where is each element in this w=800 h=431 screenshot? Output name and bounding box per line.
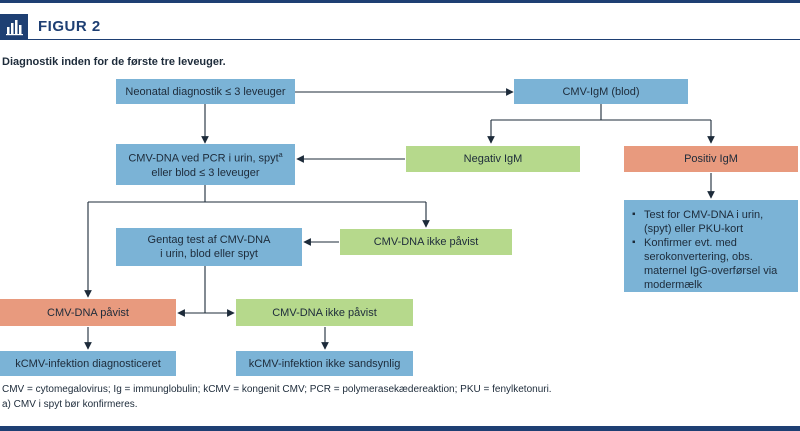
header-rule	[28, 39, 800, 40]
node-cmv-dna-pcr: CMV-DNA ved PCR i urin, spyta eller blod…	[116, 144, 295, 185]
figure-header: FIGUR 2	[0, 14, 800, 40]
note-a-footnote: a) CMV i spyt bør konfirmeres.	[2, 399, 138, 410]
figure-label: FIGUR 2	[38, 18, 101, 35]
top-border	[0, 0, 800, 3]
node-negativ-igm: Negativ IgM	[406, 146, 580, 172]
node-gentag-line2: i urin, blod eller spyt	[160, 248, 258, 260]
test-list: Test for CMV-DNA i urin, (spyt) eller PK…	[632, 208, 790, 292]
pcr-line1-text: CMV-DNA ved PCR i urin, spyt	[128, 152, 279, 165]
test-list-item: Test for CMV-DNA i urin, (spyt) eller PK…	[632, 208, 790, 236]
node-cmv-dna-ikke-pavist-2: CMV-DNA ikke påvist	[236, 299, 413, 326]
node-kcmv-ikke-sandsynlig: kCMV-infektion ikke sandsynlig	[236, 351, 413, 376]
node-gentag-test: Gentag test af CMV-DNA i urin, blod elle…	[116, 228, 302, 266]
footnote-marker-a: a	[278, 152, 283, 160]
node-kcmv-diagnosticeret: kCMV-infektion diagnosticeret	[0, 351, 176, 376]
node-positiv-igm: Positiv IgM	[624, 146, 798, 172]
node-cmv-dna-ikke-pavist-1: CMV-DNA ikke påvist	[340, 229, 512, 255]
figure-subtitle: Diagnostik inden for de første tre leveu…	[2, 56, 226, 68]
node-cmv-dna-pavist: CMV-DNA påvist	[0, 299, 176, 326]
node-cmv-dna-pcr-line2: eller blod ≤ 3 leveuger	[151, 166, 260, 179]
node-cmv-dna-pcr-line1: CMV-DNA ved PCR i urin, spyta	[128, 149, 282, 166]
node-gentag-line1: Gentag test af CMV-DNA	[147, 234, 271, 246]
bottom-border	[0, 426, 800, 431]
abbreviations-footnote: CMV = cytomegalovirus; Ig = immunglobuli…	[2, 384, 552, 395]
node-test-list: Test for CMV-DNA i urin, (spyt) eller PK…	[624, 200, 798, 292]
test-list-item: Konfirmer evt. med serokonvertering, obs…	[632, 236, 790, 292]
node-neonatal-diagnostik: Neonatal diagnostik ≤ 3 leveuger	[116, 79, 295, 104]
bar-chart-icon	[0, 14, 28, 40]
node-cmv-igm-blod: CMV-IgM (blod)	[514, 79, 688, 104]
